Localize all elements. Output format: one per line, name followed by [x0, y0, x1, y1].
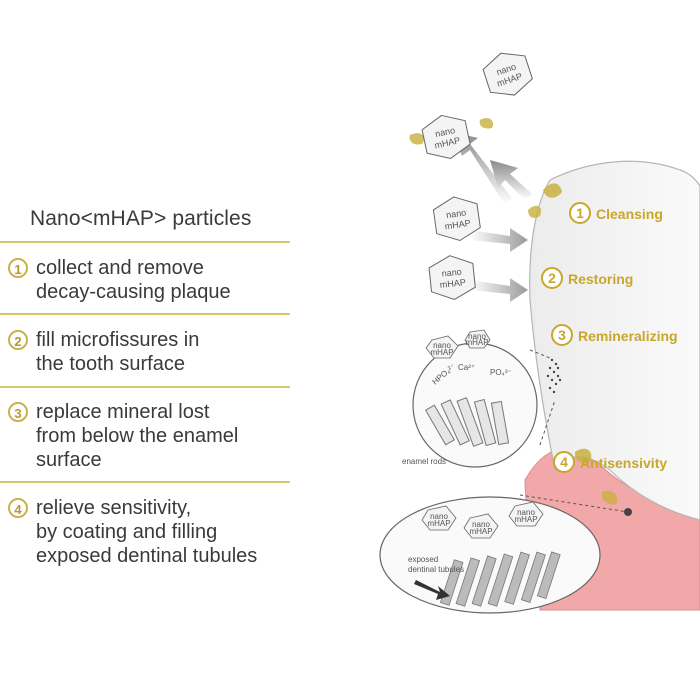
number-badge: 4 [8, 498, 28, 518]
step-cleansing: 1 Cleansing [569, 202, 663, 224]
particle-hex: nano mHAP [421, 114, 471, 160]
plaque-blob [543, 183, 562, 198]
particle-label-mhap: mHAP [465, 338, 488, 347]
legend-item-text: relieve sensitivity, by coating and fill… [36, 497, 258, 567]
plaque-blob [409, 133, 425, 145]
step-number: 3 [558, 327, 566, 343]
divider [0, 386, 290, 388]
particle-label-mhap: mHAP [514, 515, 537, 524]
particle-label-mhap: mHAP [439, 277, 466, 290]
focus-dot [624, 508, 632, 516]
ion-po4: PO₄³⁻ [490, 368, 512, 377]
particle-label-nano: nano [430, 512, 448, 521]
step-number: 2 [548, 270, 556, 286]
particle-label-mhap: mHAP [444, 218, 471, 232]
tooth-diagram: nano mHAP nano mHAP nano mHAP nano mHAP … [340, 40, 700, 680]
step-number: 4 [560, 454, 568, 470]
legend-item-text: collect and remove decay-causing plaque [36, 257, 231, 303]
legend-item-text: fill microfissures in the tooth surface [36, 329, 200, 375]
connector-line [539, 399, 556, 446]
step-label: Restoring [568, 271, 633, 287]
step-number: 1 [576, 205, 584, 221]
particle-label-mhap: mHAP [469, 527, 492, 536]
number-badge: 2 [8, 330, 28, 350]
right-arrow [470, 278, 528, 302]
tooth-shape [529, 160, 700, 521]
pointer-arrow [414, 580, 450, 600]
step-remineralizing: 3 Remineralizing [551, 324, 678, 346]
particle-label-nano: nano [472, 520, 490, 529]
number-badge: 3 [8, 402, 28, 422]
divider [0, 481, 290, 483]
enamel-dots [546, 358, 562, 394]
plaque-blob [601, 490, 618, 505]
step-label: Antisensivity [580, 455, 667, 471]
particle-label-mhap: mHAP [430, 348, 453, 357]
particle-label-nano: nano [517, 508, 535, 517]
particle-hex: nano mHAP [482, 52, 533, 96]
step-label: Cleansing [596, 206, 663, 222]
dentinal-tubules-inset: nano mHAP nano mHAP nano mHAP [379, 496, 601, 614]
step-antisensivity: 4 Antisensivity [553, 451, 667, 473]
particle-label-nano: nano [446, 207, 467, 220]
step-restoring: 2 Restoring [541, 267, 633, 289]
ion-ca: Ca²⁺ [458, 363, 475, 372]
exposed-label: exposed [408, 555, 438, 564]
right-arrow [470, 228, 528, 252]
step-label: Remineralizing [578, 328, 678, 344]
connector-line [519, 494, 629, 513]
up-arrow [490, 160, 532, 200]
tooth-diagram-svg: nano mHAP nano mHAP nano mHAP nano mHAP … [379, 52, 700, 614]
number-badge: 1 [8, 258, 28, 278]
up-arrow [452, 132, 512, 205]
particle-hex: nano mHAP [432, 196, 481, 242]
particle-label-nano: nano [468, 332, 486, 341]
divider [0, 313, 290, 315]
enamel-rods-label: enamel rods [402, 457, 446, 466]
particle-hex: nano mHAP [428, 255, 476, 301]
particle-label-mhap: mHAP [427, 519, 450, 528]
divider [0, 241, 290, 243]
legend-heading: Nano<mHAP> particles [30, 207, 252, 230]
particle-label-nano: nano [441, 267, 462, 279]
legend-item-text: replace mineral lost from below the enam… [36, 401, 239, 471]
particle-label-nano: nano [434, 125, 456, 139]
plaque-blob [528, 205, 542, 218]
particle-label-nano: nano [433, 341, 451, 350]
dentinal-tubules-label: dentinal tubules [408, 565, 464, 574]
plaque-blob [479, 117, 494, 129]
plaque-blob [574, 448, 592, 464]
enamel-rods-inset: nano mHAP nano mHAP HPO₄²⁻ Ca²⁺ PO₄³⁻ [412, 329, 538, 468]
legend-panel: Nano<mHAP> particles 1 collect and remov… [0, 0, 300, 700]
